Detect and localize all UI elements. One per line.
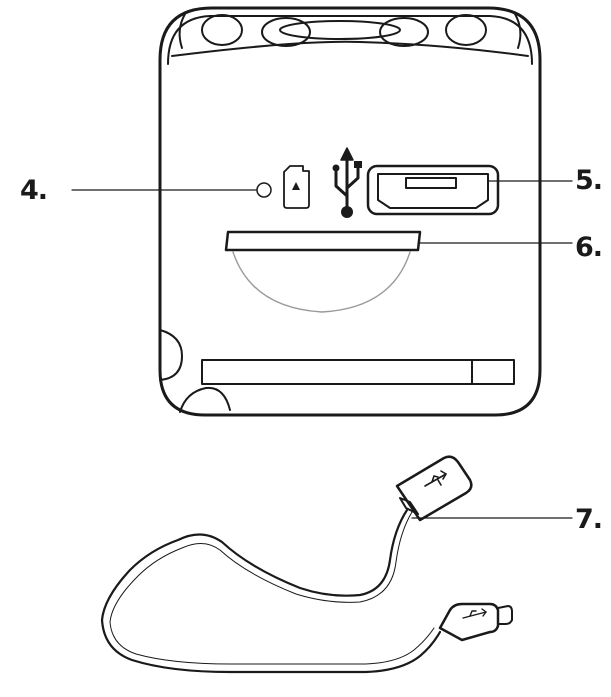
usb-symbol-icon [332, 147, 362, 218]
top-rib-right [514, 13, 522, 49]
callout-4-label: 4. [20, 175, 48, 206]
leader-lines [71, 180, 573, 519]
camera-body [158, 6, 542, 417]
top-rib-left [178, 13, 186, 49]
corner-curve-2 [179, 386, 231, 413]
usb-a-plug-neck [399, 497, 419, 515]
microsd-arrow [292, 182, 300, 190]
top-knob-4 [379, 17, 429, 47]
micro-usb-plug-body [438, 602, 500, 642]
callout-6-label: 6. [575, 232, 603, 263]
top-knob-5 [445, 14, 487, 46]
cable-wire [100, 508, 442, 674]
cable-wire-edge [109, 511, 435, 665]
top-knob-3 [279, 20, 401, 40]
top-knob-2 [261, 17, 311, 47]
microsd-card-icon [283, 165, 310, 209]
microsd-slot-icon [224, 230, 422, 313]
top-knob-1 [201, 14, 243, 46]
micro-usb-plug-icon [462, 608, 487, 619]
callout-5-label: 5. [575, 165, 603, 196]
reset-hole-icon [256, 182, 272, 198]
usb-port-icon [366, 164, 500, 216]
body-face-edge [171, 40, 529, 57]
usb-plug-icon [424, 470, 447, 487]
port-panel [224, 147, 500, 313]
bottom-bar [201, 359, 515, 385]
corner-curve-1 [159, 329, 183, 381]
usb-cable [100, 455, 513, 674]
usb-a-plug-body [395, 455, 473, 522]
micro-usb-plug-tip [497, 605, 513, 625]
callout-7-label: 7. [575, 504, 603, 535]
body-top-bevel [167, 15, 533, 65]
